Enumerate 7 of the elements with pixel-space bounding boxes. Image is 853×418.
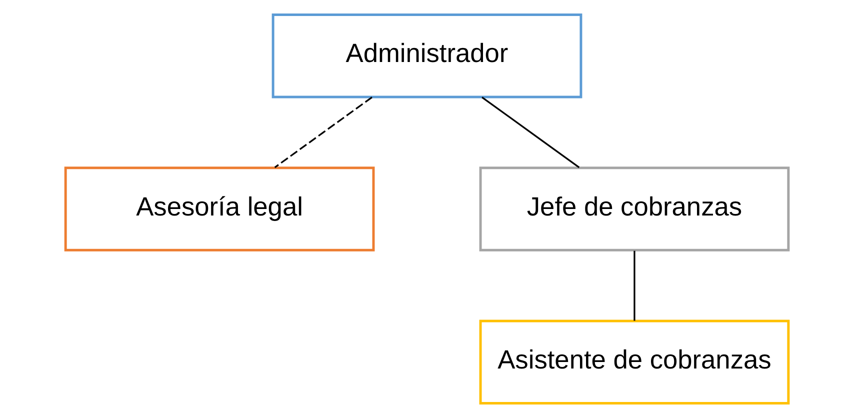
node-box: Jefe de cobranzas — [478, 166, 790, 252]
node-box: Asistente de cobranzas — [478, 320, 790, 405]
connector — [274, 96, 372, 168]
node-box: Administrador — [271, 13, 582, 98]
connector — [633, 250, 635, 321]
connector — [481, 96, 580, 168]
node-box: Asesoría legal — [64, 166, 374, 252]
